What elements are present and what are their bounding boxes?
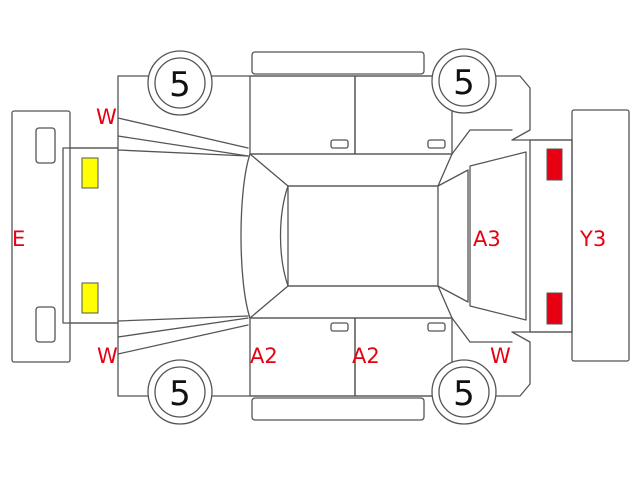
rear-window [469, 151, 527, 321]
hood-sides [117, 149, 249, 322]
windshield-upper-pillar [249, 153, 453, 187]
car-body [62, 51, 573, 421]
upper-fender-line [117, 117, 249, 157]
front-right-wheel [431, 48, 497, 114]
code-rear-door-lower: A2 [352, 344, 380, 368]
code-left-fender-upper: W [96, 105, 117, 129]
tire-front-left-value: 5 [169, 65, 191, 105]
taillight-lower [546, 292, 563, 325]
lower-rear-quarter [451, 317, 513, 343]
code-rear-bumper: Y3 [579, 227, 606, 251]
lower-side-step [251, 397, 425, 421]
code-rear-window: A3 [473, 227, 501, 251]
roof-panel [287, 185, 439, 287]
windshield-front-edge [240, 153, 251, 319]
code-front-door-lower: A2 [250, 344, 278, 368]
rear-left-wheel [147, 359, 213, 425]
lower-front-door-handle [330, 322, 349, 332]
windshield-lower-pillar [249, 285, 453, 319]
hood-front-panel [62, 147, 119, 324]
taillight-upper [546, 148, 563, 181]
windshield-inner-edge [279, 185, 289, 287]
upper-front-door-handle [330, 139, 349, 149]
code-left-fender-lower: W [97, 344, 118, 368]
tire-rear-right-value: 5 [453, 374, 475, 414]
front-bumper-lower-slot [35, 306, 56, 343]
upper-side-step [251, 51, 425, 75]
upper-rear-quarter [451, 129, 513, 155]
headlight-upper [81, 157, 99, 189]
body-rear-upper [489, 75, 573, 141]
tire-front-right-value: 5 [453, 63, 475, 103]
lower-fender-line [117, 317, 249, 355]
headlight-lower [81, 282, 99, 314]
front-bumper [11, 110, 71, 363]
tire-rear-left-value: 5 [169, 374, 191, 414]
upper-rear-door-handle [427, 139, 446, 149]
front-left-wheel [147, 50, 213, 116]
rear-right-wheel [431, 359, 497, 425]
code-right-rear-fender: W [490, 344, 511, 368]
front-bumper-upper-slot [35, 127, 56, 164]
body-rear-lower [489, 331, 573, 397]
rear-roof-edge [437, 169, 469, 303]
lower-rear-door-handle [427, 322, 446, 332]
tailgate [529, 139, 573, 333]
code-front-bumper: E [12, 227, 25, 251]
